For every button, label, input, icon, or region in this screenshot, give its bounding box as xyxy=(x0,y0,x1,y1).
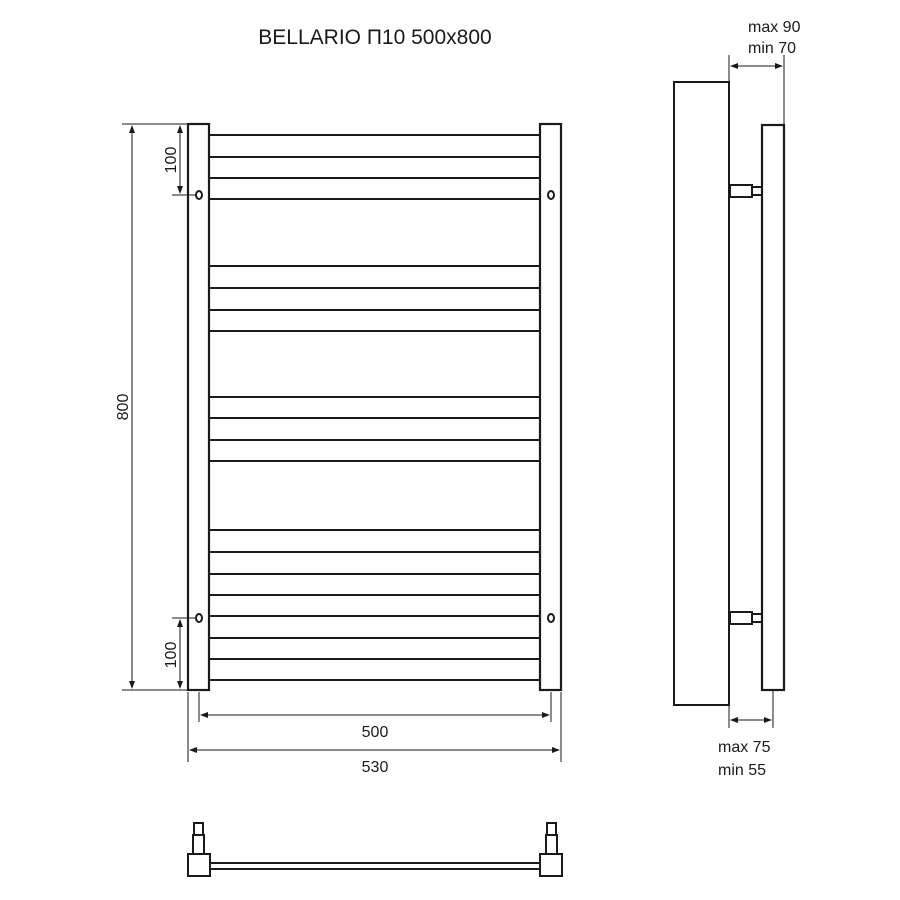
bottom-offset-label: 100 xyxy=(163,642,180,669)
inlet-bottom-left xyxy=(195,613,203,623)
crossbar xyxy=(208,529,541,553)
crossbar xyxy=(208,573,541,596)
inlet-bottom-right xyxy=(547,613,555,623)
top-max-label: max 90 xyxy=(748,19,801,36)
crossbar xyxy=(208,417,541,441)
dimension-lines: 800 100 100 500 530 xyxy=(115,123,562,776)
crossbar xyxy=(208,615,541,639)
total-width-label: 530 xyxy=(362,759,389,776)
crossbar xyxy=(208,177,541,200)
crossbar xyxy=(208,265,541,289)
center-distance-label: 500 xyxy=(362,724,389,741)
side-rail xyxy=(760,123,786,692)
front-view xyxy=(186,122,563,692)
wall xyxy=(673,81,730,706)
side-view: max 90 min 70 max 75 min 55 xyxy=(673,19,801,779)
crossbar xyxy=(208,551,541,575)
bottom-connector xyxy=(729,611,753,625)
top-min-label: min 70 xyxy=(748,40,796,57)
inlet-top-right xyxy=(547,190,555,200)
inlet-top-left xyxy=(195,190,203,200)
crossbar xyxy=(208,287,541,311)
crossbar xyxy=(208,309,541,332)
crossbar xyxy=(208,156,541,179)
bottom-max-label: max 75 xyxy=(718,739,771,756)
crossbars xyxy=(208,134,541,681)
height-label: 800 xyxy=(115,394,132,421)
crossbar xyxy=(208,439,541,462)
top-connector xyxy=(729,184,753,198)
crossbar xyxy=(208,658,541,681)
crossbar xyxy=(208,134,541,158)
left-rail xyxy=(186,122,211,692)
crossbar xyxy=(208,396,541,419)
crossbar xyxy=(208,594,541,617)
top-offset-label: 100 xyxy=(163,147,180,174)
top-view xyxy=(187,822,563,877)
right-rail xyxy=(538,122,563,692)
bottom-min-label: min 55 xyxy=(718,762,766,779)
crossbar xyxy=(208,637,541,660)
drawing-title: BELLARIO П10 500x800 xyxy=(258,26,491,49)
